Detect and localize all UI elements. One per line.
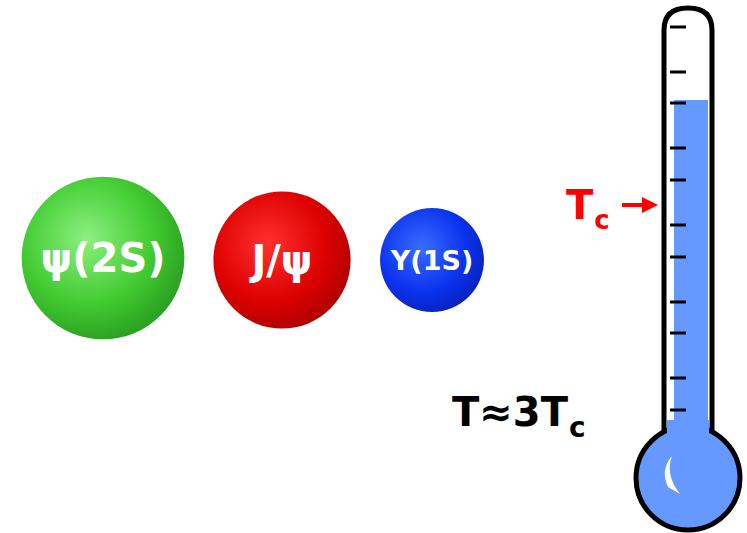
critical-temp-symbol: T	[566, 185, 593, 225]
subscript: c	[569, 414, 586, 442]
green-sphere: ψ(2S)	[20, 175, 186, 341]
subscript: c	[594, 207, 609, 233]
particle-name: ψ(2S)	[41, 238, 166, 278]
particle-name: J/ψ	[251, 240, 312, 280]
red-sphere: J/ψ	[212, 190, 352, 330]
temperature-label: T≈3T	[452, 392, 568, 432]
particle-name: Υ(1S)	[391, 247, 473, 274]
blue-sphere: Υ(1S)	[379, 207, 485, 313]
